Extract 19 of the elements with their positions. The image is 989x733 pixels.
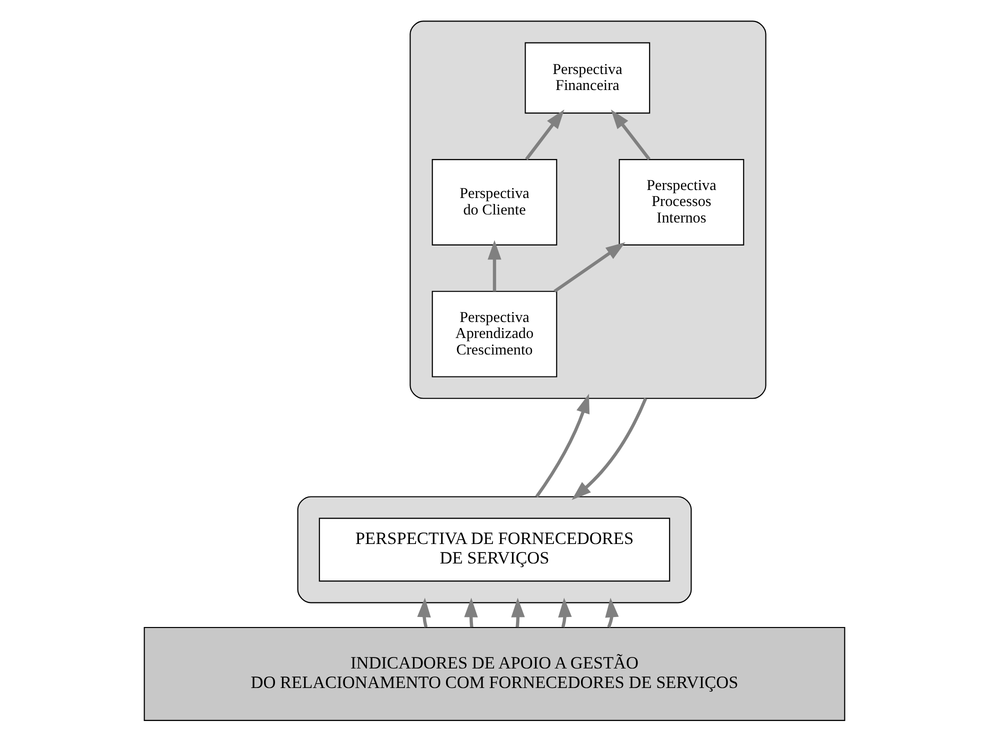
arrow (605, 598, 619, 628)
arrow (525, 109, 564, 160)
node-box: INDICADORES DE APOIO A GESTÃO DO RELACIONAMENTO COM FORNECEDORES DE SERVIÇOS (144, 626, 846, 721)
arrow (488, 240, 502, 292)
arrow (464, 598, 478, 628)
arrow (535, 394, 590, 498)
arrow (554, 242, 626, 293)
node-box: Perspectiva Aprendizado Crescimento (432, 290, 558, 378)
arrow (558, 598, 572, 628)
arrow (511, 598, 525, 628)
arrow (610, 109, 650, 160)
node-box: Perspectiva Processos Internos (618, 159, 744, 246)
node-box: Perspectiva do Cliente (432, 159, 558, 246)
node-box: Perspectiva Financeira (524, 42, 650, 114)
arrow (417, 598, 431, 628)
cluster (410, 20, 766, 399)
node-box: PERSPECTIVA DE FORNECEDORES DE SERVIÇOS (318, 518, 670, 582)
arrow (572, 398, 648, 500)
cluster (297, 496, 692, 604)
